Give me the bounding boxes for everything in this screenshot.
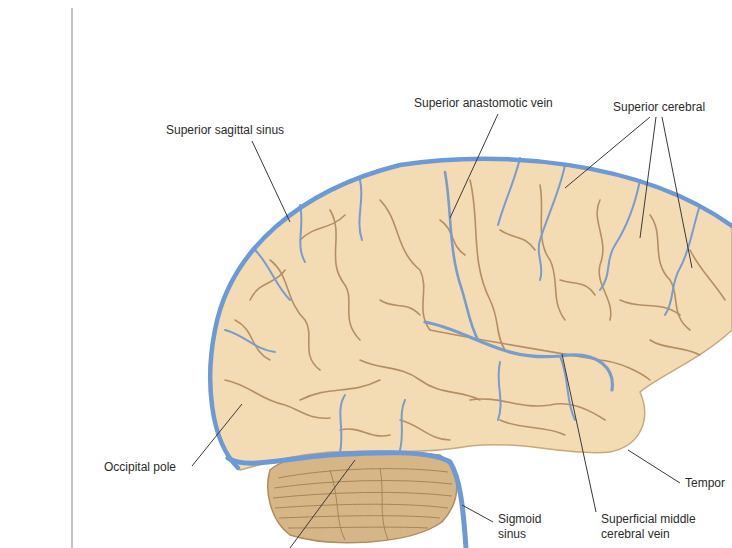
anatomy-label: Superior anastomotic vein	[413, 96, 554, 111]
drawing-stroke	[340, 395, 345, 452]
sulci	[225, 180, 725, 440]
drawing-stroke	[300, 205, 305, 262]
drawing-stroke	[273, 492, 452, 498]
leader-lines	[192, 114, 692, 548]
anatomy-label: Superficial middle cerebral vein	[600, 512, 722, 542]
drawing-stroke	[445, 172, 478, 340]
drawing-stroke	[225, 330, 275, 352]
cerebellum-folia	[273, 468, 452, 540]
drawing-stroke	[470, 399, 605, 420]
drawing-stroke	[210, 159, 732, 468]
anatomy-label: Tempor	[684, 476, 726, 491]
drawing-stroke	[560, 356, 575, 420]
drawing-stroke	[400, 400, 405, 450]
drawing-stroke	[300, 215, 345, 240]
drawing-stroke	[250, 270, 285, 300]
drawing-stroke	[500, 420, 565, 435]
anatomy-label: Superior cerebral	[612, 100, 706, 115]
drawing-stroke	[252, 141, 290, 222]
drawing-stroke	[274, 481, 452, 488]
drawing-stroke	[279, 516, 440, 518]
drawing-stroke	[275, 504, 448, 508]
drawing-stroke	[470, 180, 505, 350]
drawing-stroke	[650, 340, 700, 355]
page-rule	[71, 8, 73, 548]
drawing-stroke	[560, 280, 595, 295]
drawing-stroke	[288, 527, 428, 529]
drawing-stroke	[500, 230, 535, 250]
drawing-stroke	[650, 215, 690, 330]
drawing-stroke	[640, 117, 656, 238]
drawing-stroke	[539, 165, 565, 280]
drawing-stroke	[360, 360, 480, 400]
drawing-stroke	[300, 380, 380, 400]
drawing-stroke	[192, 404, 242, 466]
drawing-stroke	[498, 362, 501, 420]
drawing-stroke	[228, 453, 466, 548]
drawing-stroke	[290, 460, 355, 548]
drawing-stroke	[340, 429, 390, 436]
drawing-stroke	[330, 210, 360, 340]
anatomy-label: Occipital pole	[103, 460, 177, 475]
drawing-stroke	[462, 505, 493, 522]
drawing-stroke	[628, 450, 680, 483]
anatomy-label: Sigmoid sinus	[497, 512, 561, 542]
drawing-stroke	[690, 250, 725, 300]
drawing-stroke	[235, 320, 270, 360]
anatomy-label: Superior sagittal sinus	[165, 123, 285, 138]
drawing-stroke	[380, 200, 430, 330]
drawing-stroke	[278, 469, 448, 478]
drawing-stroke	[662, 117, 692, 268]
cerebrum	[210, 159, 732, 470]
drawing-stroke	[430, 330, 650, 380]
drawing-stroke	[359, 180, 362, 240]
drawing-stroke	[255, 250, 290, 300]
drawing-stroke	[450, 114, 498, 218]
cerebellum	[268, 451, 457, 542]
drawing-stroke	[225, 380, 330, 418]
drawing-stroke	[498, 158, 520, 225]
drawing-stroke	[380, 300, 420, 315]
drawing-stroke	[425, 322, 612, 390]
drawing-stroke	[330, 470, 345, 540]
drawing-stroke	[562, 354, 596, 512]
drawing-stroke	[600, 180, 640, 290]
drawing-stroke	[565, 117, 650, 188]
cerebral-veins	[225, 158, 700, 452]
dural-sinuses	[210, 159, 732, 548]
drawing-stroke	[400, 420, 450, 440]
drawing-stroke	[380, 468, 388, 540]
